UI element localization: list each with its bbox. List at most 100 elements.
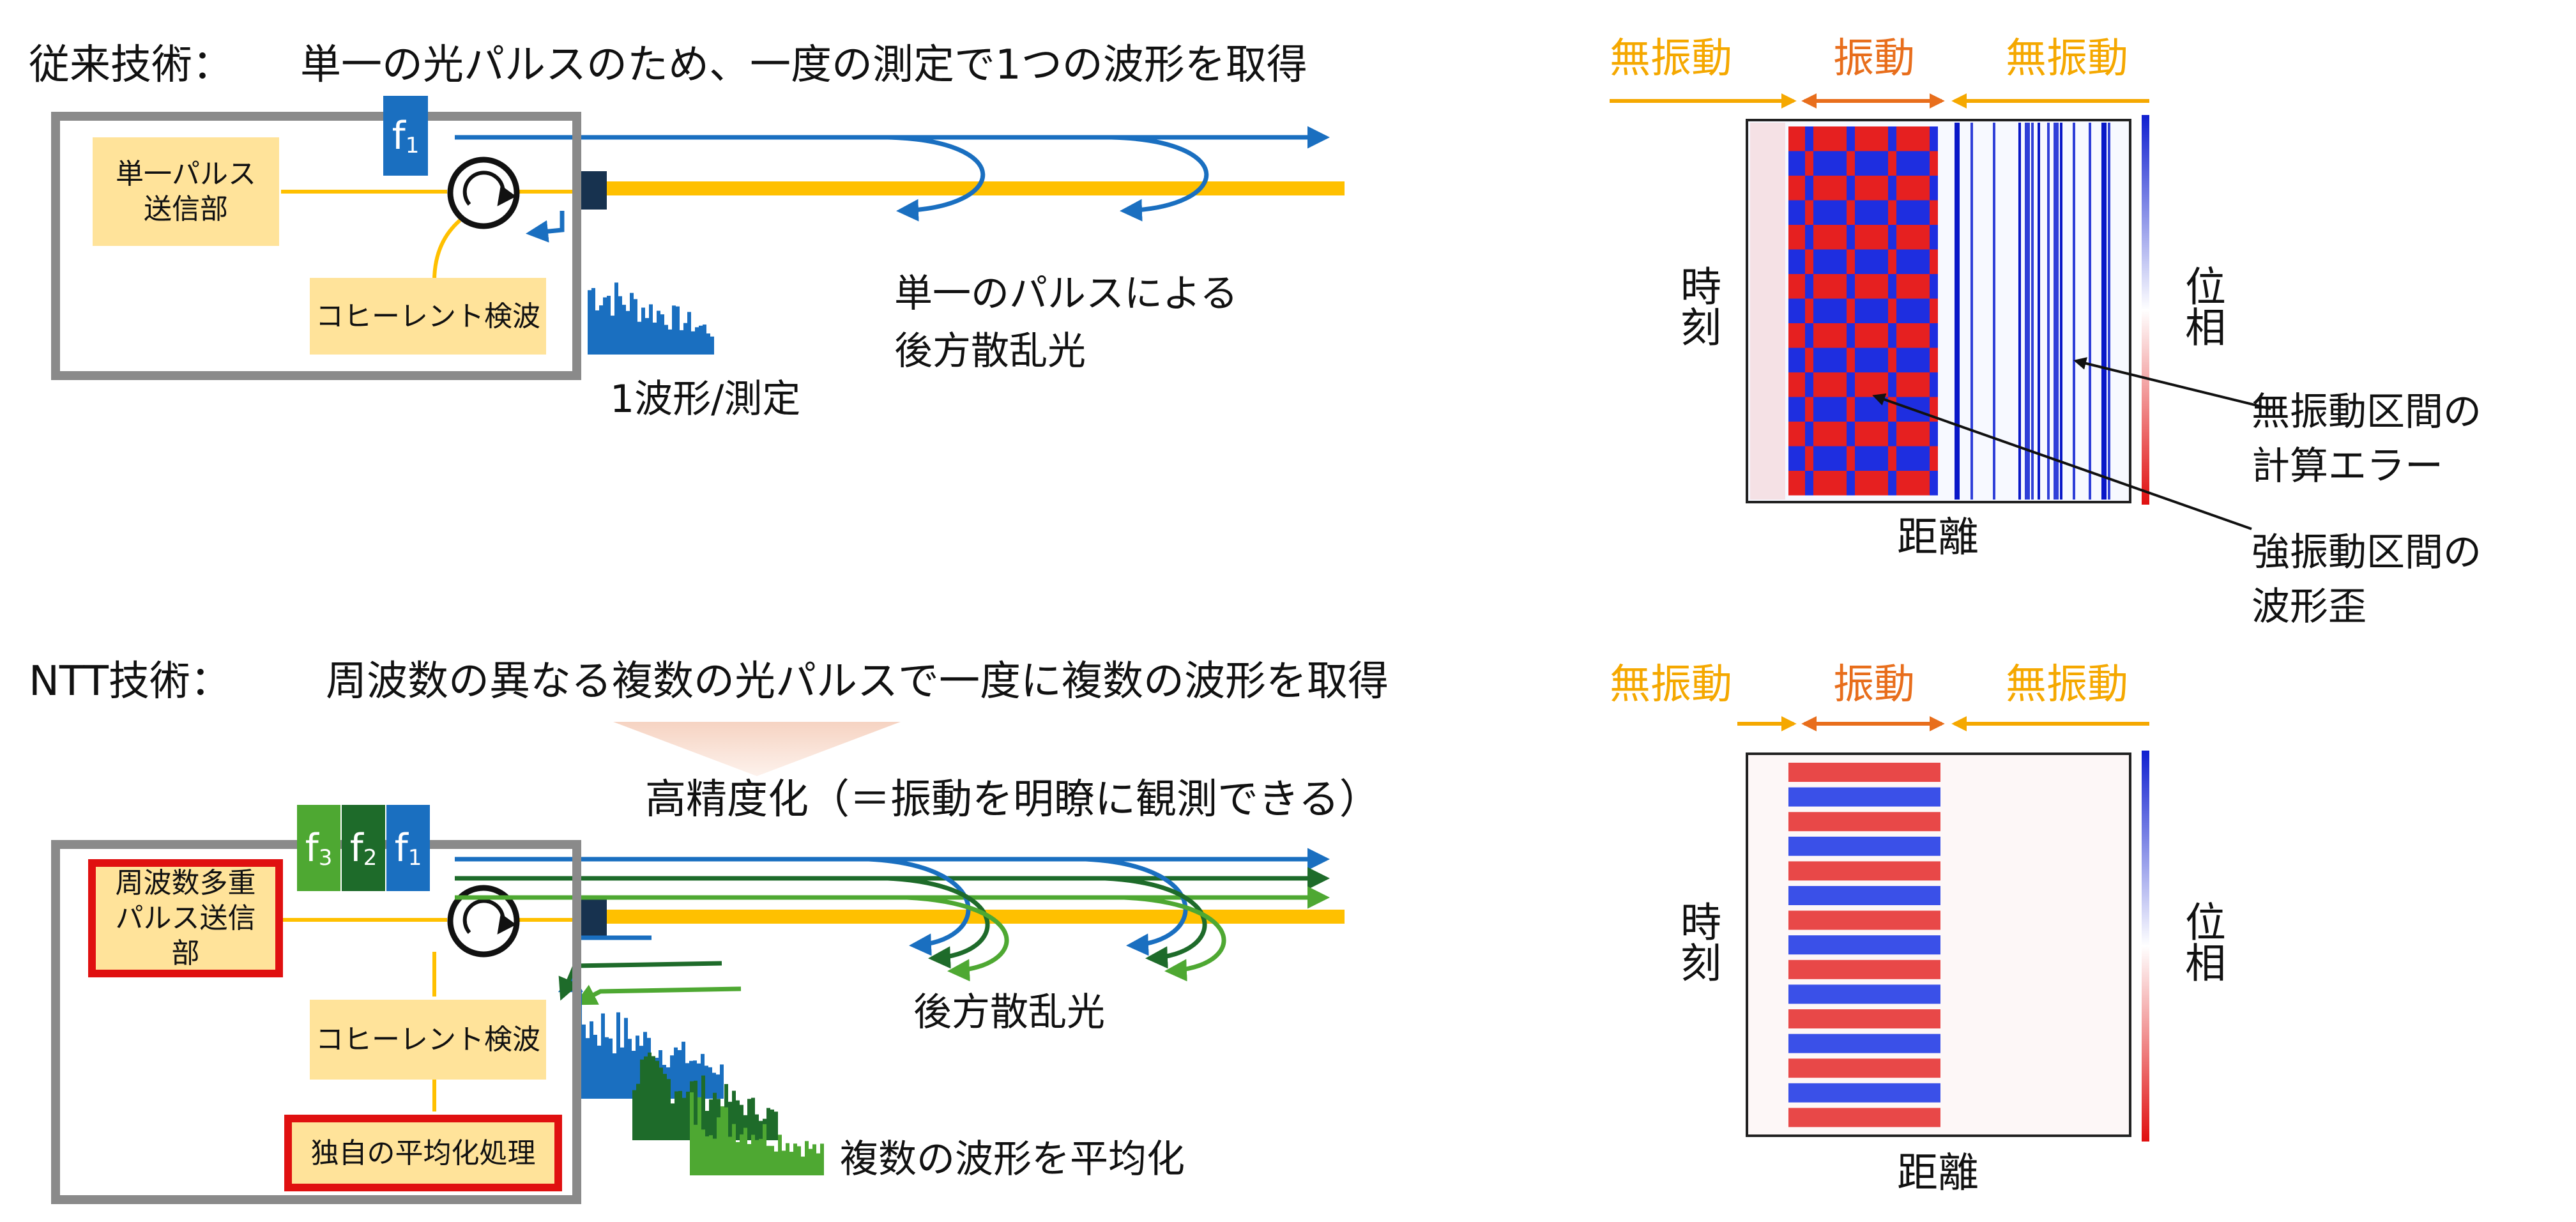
waveform-bar bbox=[641, 307, 645, 355]
waveform-bar bbox=[703, 325, 706, 355]
waveform-bar-f2 bbox=[766, 1108, 770, 1140]
heatmap-cell bbox=[1921, 298, 1930, 323]
waveform-bar-f2 bbox=[652, 1056, 655, 1140]
error-stripe bbox=[1970, 123, 1973, 500]
heatmap-cell bbox=[1813, 323, 1822, 348]
phase-axis-label: 位相 bbox=[2178, 265, 2225, 347]
waveform-bar-f1 bbox=[609, 1038, 613, 1099]
heatmap-cell bbox=[1930, 348, 1938, 372]
waveform-bar-f1 bbox=[636, 1035, 639, 1099]
heatmap-cell bbox=[1871, 372, 1880, 397]
waveform-bar-f1 bbox=[582, 1024, 586, 1099]
coherent-detection-label: コヒーレント検波 bbox=[316, 300, 540, 333]
heatmap-cell bbox=[1838, 446, 1847, 471]
waveform-bar bbox=[664, 325, 668, 355]
waveform-bar bbox=[591, 287, 595, 355]
circulator-icon-ntt bbox=[447, 885, 520, 958]
heatmap-cell bbox=[1830, 446, 1838, 471]
heatmap-cell bbox=[1805, 151, 1813, 176]
heatmap-cell bbox=[1896, 372, 1905, 397]
heatmap-cell bbox=[1871, 348, 1880, 372]
heatmap-cell bbox=[1822, 422, 1830, 447]
heatmap-cell bbox=[1805, 471, 1813, 496]
ntt-system bbox=[281, 722, 1345, 1175]
waveform-bar-f3 bbox=[697, 1097, 701, 1175]
heatmap-cell bbox=[1830, 372, 1838, 397]
multiplexed-pulse-sender-label: 周波数多重パルス送信部 bbox=[115, 867, 256, 970]
coherent-detection-label-ntt: コヒーレント検波 bbox=[316, 1023, 540, 1056]
waveform-bar-f3 bbox=[793, 1143, 797, 1175]
waveform-bar bbox=[599, 305, 603, 355]
backscatter-f1-a bbox=[868, 857, 971, 956]
heatmap-cell bbox=[1905, 225, 1913, 250]
heatmap-cell bbox=[1855, 126, 1863, 151]
heatmap-cell bbox=[1913, 249, 1921, 274]
heatmap-cell bbox=[1930, 372, 1938, 397]
waveform-bar-f3 bbox=[801, 1156, 805, 1175]
error-stripe bbox=[2031, 123, 2034, 500]
waveform-bar bbox=[634, 299, 637, 355]
waveform-bar bbox=[668, 329, 672, 355]
heatmap-cell bbox=[1880, 298, 1888, 323]
waveform-bar bbox=[603, 297, 607, 355]
heatmap-cell bbox=[1905, 176, 1913, 201]
heatmap-cell bbox=[1822, 372, 1830, 397]
backscatter-label-line1: 単一のパルスによる bbox=[894, 271, 1238, 316]
heatmap-cell bbox=[1855, 176, 1863, 201]
heatmap-cell bbox=[1913, 323, 1921, 348]
heatmap-cell bbox=[1813, 471, 1822, 496]
heatmap-cell bbox=[1838, 397, 1847, 422]
heatmap-cell bbox=[1822, 446, 1830, 471]
heatmap-cell bbox=[1896, 446, 1905, 471]
heatmap-cell bbox=[1921, 422, 1930, 447]
heatmap-cell bbox=[1855, 348, 1863, 372]
waveform-caption-ntt: 複数の波形を平均化 bbox=[840, 1137, 1185, 1182]
waveform-bar-f2 bbox=[736, 1100, 740, 1140]
heatmap-cell-b bbox=[1788, 1009, 1940, 1028]
backscatter-label-ntt: 後方散乱光 bbox=[913, 990, 1105, 1035]
ntt-description: 周波数の異なる複数の光パルスで一度に複数の波形を取得 bbox=[326, 658, 1389, 705]
heatmap-cell bbox=[1788, 200, 1797, 225]
heatmap-cell bbox=[1847, 249, 1855, 274]
heatmap-cell bbox=[1888, 372, 1896, 397]
heatmap-cell bbox=[1838, 422, 1847, 447]
heatmap-cell bbox=[1830, 348, 1838, 372]
heatmap-cell bbox=[1855, 225, 1863, 250]
heatmap-cell bbox=[1921, 471, 1930, 496]
annotation-line-distortion bbox=[1872, 393, 2252, 530]
heatmap-cell bbox=[1913, 176, 1921, 201]
waveform-bar-f3 bbox=[820, 1143, 824, 1175]
waveform-bar bbox=[611, 316, 614, 355]
waveform-bar-f3 bbox=[755, 1140, 759, 1175]
heatmap-cell bbox=[1913, 397, 1921, 422]
heatmap-cell bbox=[1930, 274, 1938, 299]
backscatter-arrow-1 bbox=[887, 135, 986, 222]
heatmap-cell bbox=[1896, 249, 1905, 274]
pulse-f3-sub: 3 bbox=[318, 844, 333, 871]
waveform-bar bbox=[614, 282, 618, 355]
heatmap-cell bbox=[1896, 348, 1905, 372]
waveform-bar-f2 bbox=[759, 1120, 763, 1140]
heatmap-cell bbox=[1863, 274, 1871, 299]
heatmap-cell bbox=[1880, 225, 1888, 250]
heatmap-cell bbox=[1822, 176, 1830, 201]
heatmap-cell bbox=[1847, 348, 1855, 372]
heatmap-cell bbox=[1847, 126, 1855, 151]
heatmap-cell bbox=[1905, 471, 1913, 496]
waveform-bar-f2 bbox=[728, 1101, 732, 1140]
heatmap-cell bbox=[1896, 397, 1905, 422]
heatmap-cell bbox=[1871, 422, 1880, 447]
heatmap-cell bbox=[1930, 200, 1938, 225]
heatmap-cell bbox=[1805, 176, 1813, 201]
waveform-bar bbox=[695, 327, 699, 355]
heatmap-cell bbox=[1788, 422, 1797, 447]
heatmap-cell bbox=[1830, 422, 1838, 447]
waveform-bar-f3 bbox=[782, 1150, 786, 1175]
waveform-bar-f1 bbox=[670, 1055, 674, 1099]
heatmap-cell bbox=[1921, 176, 1930, 201]
heatmap-cell bbox=[1797, 274, 1805, 299]
waveform-caption-top: 1波形/測定 bbox=[610, 377, 801, 422]
heatmap-cell bbox=[1813, 422, 1822, 447]
heatmap-cell bbox=[1830, 471, 1838, 496]
